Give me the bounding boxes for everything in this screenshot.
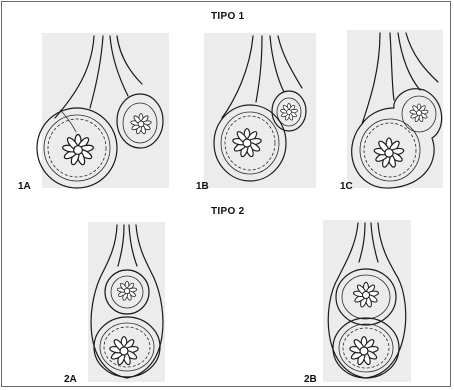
panel-1a-drawing (37, 33, 169, 188)
panel-2a-drawing (88, 222, 165, 382)
panel-label-2b: 2B (304, 374, 317, 385)
panel-label-1a: 1A (18, 181, 31, 192)
panel-label-2a: 2A (64, 374, 77, 385)
panel-label-1c: 1C (340, 181, 353, 192)
panel-label-1b: 1B (196, 181, 209, 192)
panel-2b-drawing (323, 220, 411, 382)
panel-1b-drawing (204, 33, 316, 188)
panel-1c-drawing (347, 30, 443, 188)
